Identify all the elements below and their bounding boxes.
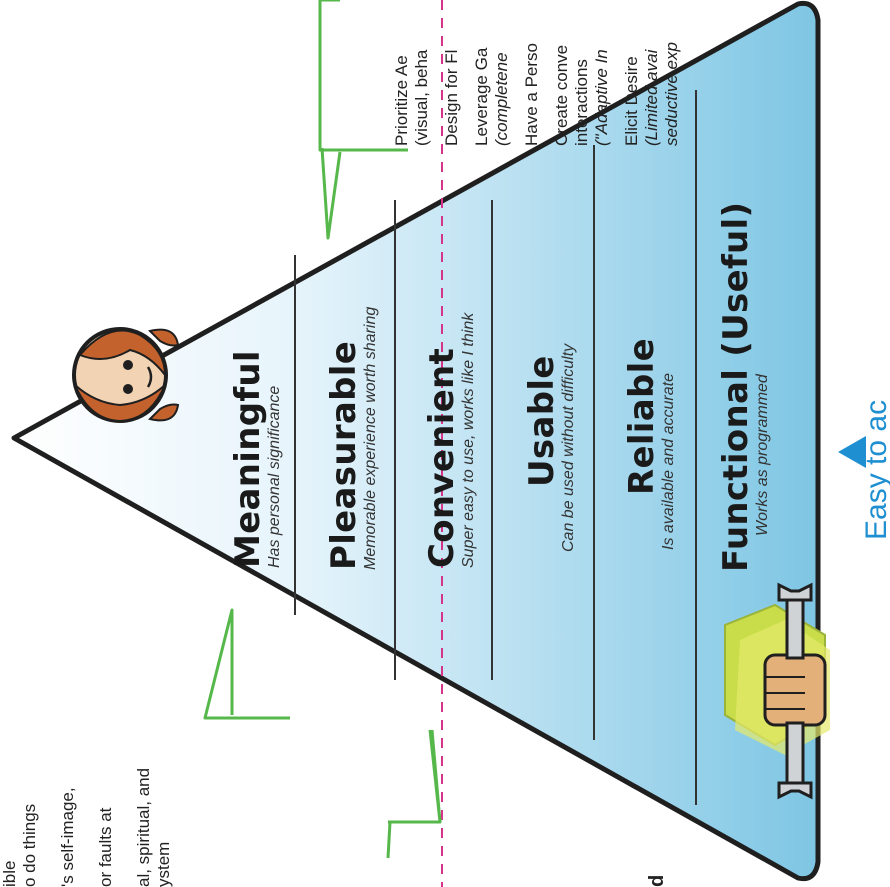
note-item: (Limited avai (642, 49, 661, 146)
note-line: ible (0, 860, 19, 887)
callout-connector-top (318, 0, 408, 240)
note-line: ystem (154, 841, 173, 887)
tier-usable: Usable Can be used without difficulty (522, 343, 577, 552)
bottom-glyph: d (646, 874, 668, 887)
note-item: Leverage Ga (472, 47, 491, 146)
callout-connector-bottom-2 (388, 729, 442, 824)
callout-connector-bottom-1 (203, 608, 290, 720)
note-item: Elicit Desire (622, 56, 641, 146)
tier-reliable: Reliable Is available and accurate (622, 338, 677, 550)
note-line: 's self-image, (58, 787, 77, 887)
note-item: seductive exp (662, 42, 681, 146)
tier-pleasurable: Pleasurable Memorable experience worth s… (324, 306, 379, 570)
note-item: Prioritize Ae (392, 55, 411, 146)
note-line: al, spiritual, and (134, 767, 153, 887)
note-item: Create conve (552, 44, 571, 146)
right-notes: Prioritize Ae (visual, beha Design for F… (392, 0, 682, 146)
wrench-fist-icon (724, 582, 830, 800)
note-item: Have a Perso (522, 43, 541, 146)
face-icon (72, 327, 180, 423)
footer-arrow-icon (838, 436, 866, 468)
left-notes: ible o do things 's self-image, or fault… (0, 587, 174, 887)
tier-convenient: Convenient Super easy to use, works like… (422, 312, 477, 568)
note-item: (visual, beha (412, 49, 431, 146)
note-line: or faults at (96, 807, 115, 887)
footer-label: Easy to ac (860, 399, 890, 540)
note-item: Design for Fl (442, 49, 461, 146)
note-item: ("Adaptive In (592, 49, 611, 146)
note-item: interactions (572, 59, 591, 146)
note-item: (completene (492, 52, 511, 146)
callout-connector-bottom-3 (386, 821, 392, 859)
tier-functional: Functional (Useful) Works as programmed (716, 201, 771, 572)
pyramid-body (11, 0, 821, 882)
note-line: o do things (20, 803, 39, 887)
tier-meaningful: Meaningful Has personal significance (228, 350, 283, 568)
